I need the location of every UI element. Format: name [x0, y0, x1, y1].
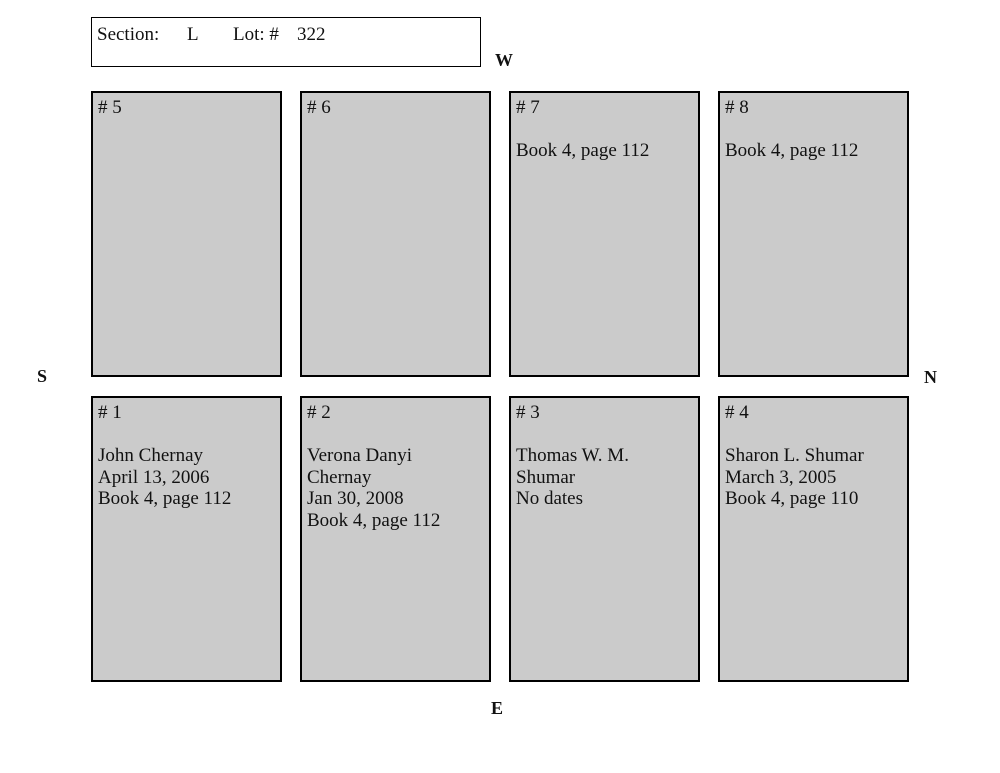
lot-value: 322: [297, 24, 326, 45]
plot-record: Book 4, page 112: [307, 509, 441, 531]
compass-south: S: [37, 366, 48, 386]
plot-number: # 8: [725, 97, 749, 118]
plot-1: # 1 John Chernay April 13, 2006 Book 4, …: [91, 396, 282, 682]
plot-date: April 13, 2006: [98, 466, 210, 488]
plot-7: # 7 Book 4, page 112: [509, 91, 700, 377]
plot-8: # 8 Book 4, page 112: [718, 91, 909, 377]
plot-name: John Chernay: [98, 445, 204, 466]
plot-record: Book 4, page 112: [725, 140, 859, 161]
plot-name-cont: Shumar: [516, 466, 576, 488]
plot-name: Verona Danyi: [307, 445, 412, 466]
plot-number: # 2: [307, 402, 331, 423]
plot-name: Sharon L. Shumar: [725, 445, 864, 466]
plot-number: # 3: [516, 402, 540, 423]
plot-2: # 2 Verona Danyi Chernay Jan 30, 2008 Bo…: [300, 396, 491, 682]
plot-date: No dates: [516, 488, 584, 509]
plot-record: Book 4, page 112: [516, 140, 650, 161]
compass-west: W: [495, 50, 513, 70]
plot-number: # 5: [98, 97, 122, 118]
plot-number: # 7: [516, 97, 540, 118]
compass-east: E: [491, 698, 504, 718]
plot-3: # 3 Thomas W. M. Shumar No dates: [509, 396, 700, 682]
compass-north: N: [924, 367, 937, 387]
plot-5: # 5: [91, 91, 282, 377]
section-label: Section:: [97, 24, 160, 45]
plot-record: Book 4, page 112: [98, 488, 232, 509]
plot-record: Book 4, page 110: [725, 488, 859, 509]
plot-6: # 6: [300, 91, 491, 377]
plot-number: # 4: [725, 402, 749, 423]
plot-4: # 4 Sharon L. Shumar March 3, 2005 Book …: [718, 396, 909, 682]
section-lot-header: Section: L Lot: # 322: [91, 17, 481, 67]
plot-number: # 1: [98, 402, 122, 423]
plot-name: Thomas W. M.: [516, 445, 629, 466]
plot-name-cont: Chernay: [307, 466, 372, 488]
plot-date: Jan 30, 2008: [307, 488, 404, 509]
section-value: L: [187, 24, 199, 45]
plot-number: # 6: [307, 97, 331, 118]
plot-date: March 3, 2005: [725, 466, 837, 488]
lot-label: Lot: #: [233, 24, 279, 45]
